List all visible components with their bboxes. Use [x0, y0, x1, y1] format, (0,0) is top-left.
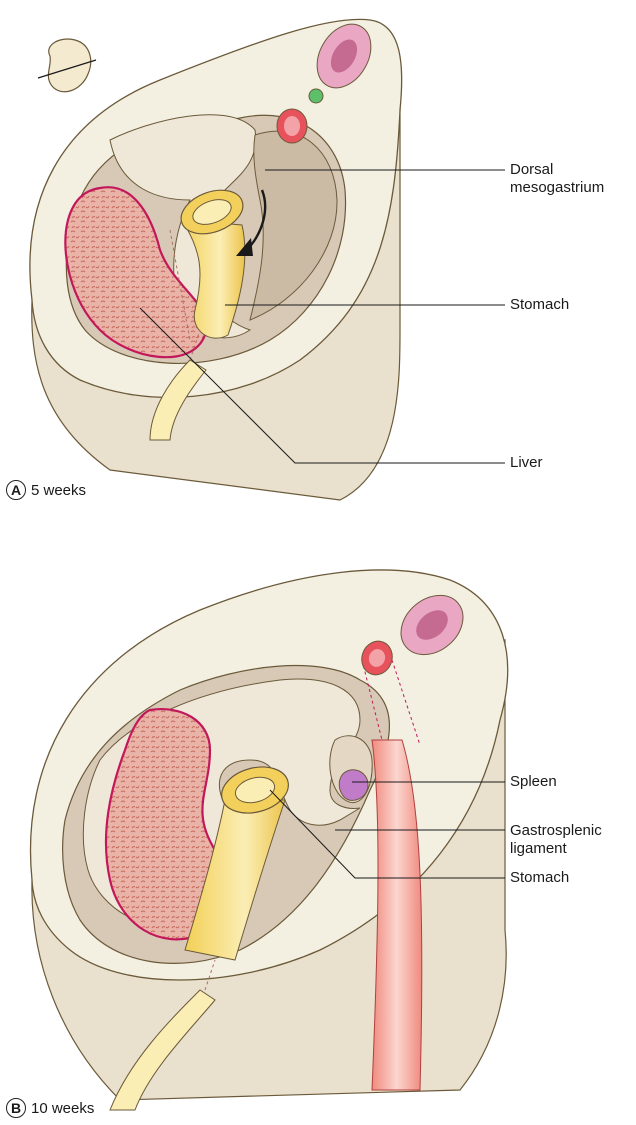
label-stomach-a: Stomach	[510, 296, 569, 314]
label-liver: Liver	[510, 454, 543, 472]
panel-b-illustration	[30, 570, 507, 1110]
spleen-b	[339, 770, 368, 801]
label-spleen: Spleen	[510, 773, 557, 791]
panel-a-age: 5 weeks	[31, 482, 86, 499]
panel-a-illustration	[30, 15, 505, 500]
panel-a-caption: A 5 weeks	[6, 480, 86, 500]
label-gastrosplenic-ligament: Gastrosplenic ligament	[510, 822, 620, 858]
label-stomach-b: Stomach	[510, 869, 569, 887]
panel-a-letter: A	[6, 480, 26, 500]
panel-b-caption: B 10 weeks	[6, 1098, 94, 1118]
panel-b-letter: B	[6, 1098, 26, 1118]
panel-b-age: 10 weeks	[31, 1100, 94, 1117]
label-dorsal-mesogastrium: Dorsal mesogastrium	[510, 161, 630, 197]
embryo-orientation-icon	[38, 39, 96, 92]
